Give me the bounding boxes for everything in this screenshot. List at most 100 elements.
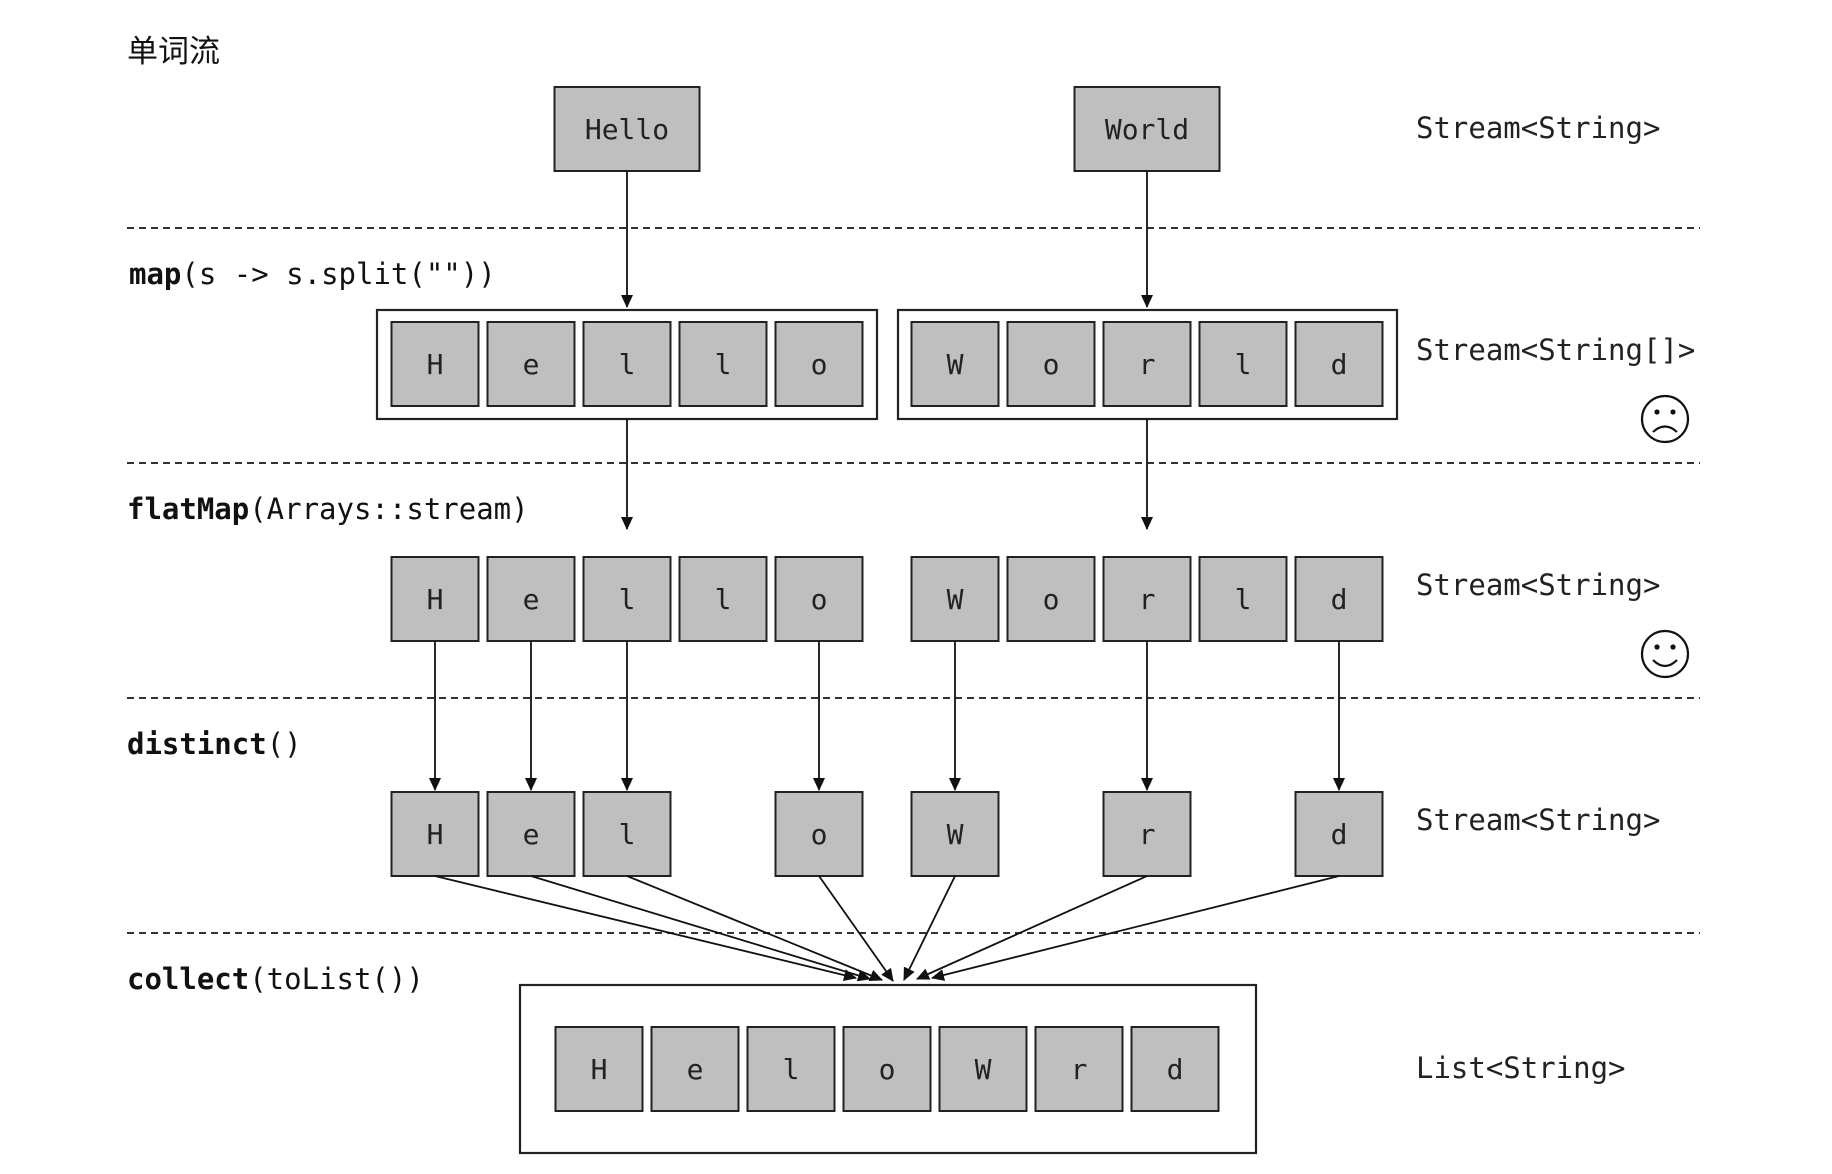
word-box-world-text: World bbox=[1105, 113, 1189, 146]
array-cell-box bbox=[1294, 321, 1384, 407]
op-label-map: map(s -> s.split("")) bbox=[129, 257, 496, 291]
flat-cell-text: d bbox=[1331, 583, 1348, 616]
list-cell-box bbox=[746, 1026, 836, 1112]
flat-cell: H bbox=[390, 556, 480, 642]
array-cell-text: l bbox=[715, 348, 732, 381]
op-name-distinct: distinct bbox=[127, 727, 267, 761]
distinct-cell-box bbox=[774, 791, 864, 877]
smiley-face-icon bbox=[1640, 629, 1690, 679]
word-box-hello-box bbox=[553, 86, 701, 172]
flat-cell: d bbox=[1294, 556, 1384, 642]
sad-face-icon bbox=[1640, 394, 1690, 444]
flow-arrow bbox=[903, 875, 956, 981]
list-cell-box bbox=[938, 1026, 1028, 1112]
list-cell-text: r bbox=[1071, 1053, 1088, 1086]
flat-cell-box bbox=[1198, 556, 1288, 642]
op-name-collect: collect bbox=[127, 962, 249, 996]
flat-cell-text: o bbox=[1043, 583, 1060, 616]
array-cell: W bbox=[910, 321, 1000, 407]
type-label-stage4: List<String> bbox=[1416, 1051, 1626, 1085]
flat-cell: o bbox=[774, 556, 864, 642]
op-name-map: map bbox=[129, 257, 181, 291]
flat-cell-text: l bbox=[619, 583, 636, 616]
flow-arrow bbox=[530, 875, 871, 982]
array-cell: d bbox=[1294, 321, 1384, 407]
flat-cell-box bbox=[774, 556, 864, 642]
op-args-flatmap: (Arrays::stream) bbox=[249, 492, 528, 526]
distinct-cell: r bbox=[1102, 791, 1192, 877]
flow-arrow bbox=[916, 875, 1148, 980]
flow-arrow bbox=[818, 875, 894, 982]
diagram-title: 单词流 bbox=[127, 34, 220, 70]
type-label-stage0: Stream<String> bbox=[1416, 111, 1660, 145]
distinct-cell-box bbox=[582, 791, 672, 877]
op-label-distinct: distinct() bbox=[127, 727, 302, 761]
type-label-stage3: Stream<String> bbox=[1416, 803, 1660, 837]
flow-arrow bbox=[626, 875, 883, 982]
flat-cell-box bbox=[1006, 556, 1096, 642]
list-frame bbox=[518, 983, 1258, 1155]
array-cell-text: o bbox=[811, 348, 828, 381]
flat-cell-text: e bbox=[523, 583, 540, 616]
array-cell-box bbox=[390, 321, 480, 407]
list-cell-box bbox=[554, 1026, 644, 1112]
flat-cell-text: r bbox=[1139, 583, 1156, 616]
list-cell-box bbox=[1034, 1026, 1124, 1112]
flat-cell-box bbox=[678, 556, 768, 642]
array-cell-box bbox=[678, 321, 768, 407]
word-box-hello-text: Hello bbox=[585, 113, 669, 146]
array-cell: r bbox=[1102, 321, 1192, 407]
flat-cell-box bbox=[486, 556, 576, 642]
flat-cell-text: W bbox=[947, 583, 964, 616]
flat-cell-text: H bbox=[427, 583, 444, 616]
flat-cell-text: o bbox=[811, 583, 828, 616]
array-cell-box bbox=[582, 321, 672, 407]
distinct-cell-text: o bbox=[811, 818, 828, 851]
distinct-cell: l bbox=[582, 791, 672, 877]
array-cell-text: e bbox=[523, 348, 540, 381]
list-cell: o bbox=[842, 1026, 932, 1112]
op-label-collect: collect(toList()) bbox=[127, 962, 424, 996]
op-args-distinct: () bbox=[267, 727, 302, 761]
distinct-cell-box bbox=[486, 791, 576, 877]
flat-cell: l bbox=[582, 556, 672, 642]
list-cell-text: e bbox=[687, 1053, 704, 1086]
array-cell-box bbox=[774, 321, 864, 407]
list-cell-text: H bbox=[591, 1053, 608, 1086]
list-cell-text: l bbox=[783, 1053, 800, 1086]
distinct-cell: d bbox=[1294, 791, 1384, 877]
array-cell-text: l bbox=[619, 348, 636, 381]
array-cell-box bbox=[1102, 321, 1192, 407]
flat-cell-text: l bbox=[715, 583, 732, 616]
array-cell-text: d bbox=[1331, 348, 1348, 381]
flow-arrow bbox=[434, 875, 857, 982]
distinct-cell: W bbox=[910, 791, 1000, 877]
array-cell: l bbox=[678, 321, 768, 407]
flat-cell: e bbox=[486, 556, 576, 642]
type-label-stage2: Stream<String> bbox=[1416, 568, 1660, 602]
list-cell: r bbox=[1034, 1026, 1124, 1112]
array-cell-box bbox=[910, 321, 1000, 407]
distinct-cell: H bbox=[390, 791, 480, 877]
array-cell-text: o bbox=[1043, 348, 1060, 381]
distinct-cell-box bbox=[1294, 791, 1384, 877]
word-box-hello: Hello bbox=[553, 86, 701, 172]
flat-cell-box bbox=[390, 556, 480, 642]
flat-cell: W bbox=[910, 556, 1000, 642]
list-cell: W bbox=[938, 1026, 1028, 1112]
flow-arrow bbox=[931, 875, 1340, 981]
distinct-cell-text: d bbox=[1331, 818, 1348, 851]
array-cell: l bbox=[1198, 321, 1288, 407]
distinct-cell-text: H bbox=[427, 818, 444, 851]
op-label-flatmap: flatMap(Arrays::stream) bbox=[127, 492, 529, 526]
array-cell: H bbox=[390, 321, 480, 407]
array-cell: o bbox=[1006, 321, 1096, 407]
array-cell: o bbox=[774, 321, 864, 407]
distinct-cell-box bbox=[390, 791, 480, 877]
distinct-cell-text: e bbox=[523, 818, 540, 851]
array-cell-box bbox=[486, 321, 576, 407]
flat-cell: o bbox=[1006, 556, 1096, 642]
list-cell: l bbox=[746, 1026, 836, 1112]
